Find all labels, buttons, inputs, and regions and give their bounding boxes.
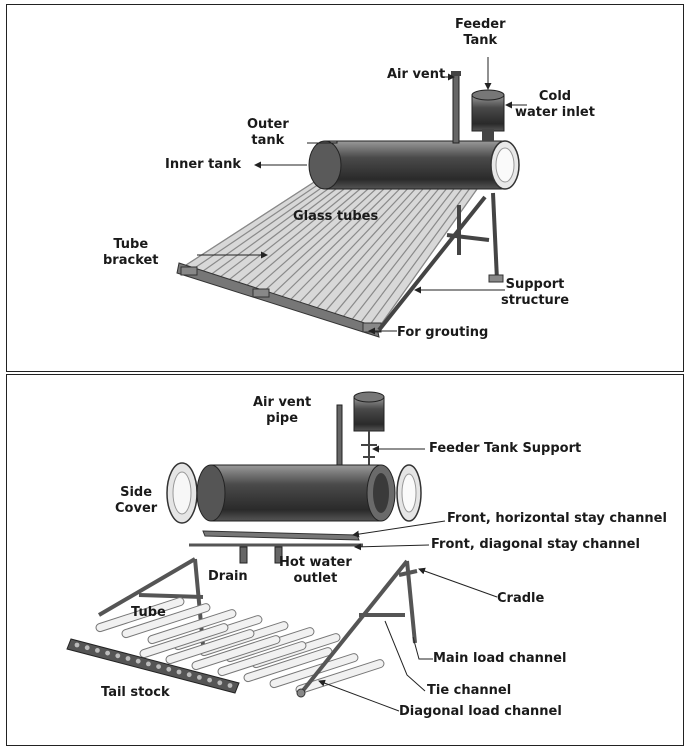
tail-stock-hole (176, 669, 182, 675)
glass-tube (217, 641, 307, 677)
label-front-horizontal-stay-channel: Front, horizontal stay channel (447, 511, 667, 526)
glass-tube-line (358, 174, 473, 325)
glass-tube-line (306, 174, 429, 308)
glass-tube (147, 609, 237, 645)
glass-tube-line (261, 174, 392, 294)
tail-stock (66, 638, 240, 694)
glass-tube-line (376, 174, 488, 331)
exploded-view-illustration (66, 391, 498, 712)
tail-stock-hole (186, 672, 192, 678)
glass-tube (121, 603, 211, 639)
glass-tube (243, 647, 333, 683)
tail-stock-hole (217, 680, 223, 686)
label-front-diagonal-stay-channel: Front, diagonal stay channel (431, 537, 640, 552)
tail-stock-hole (135, 658, 141, 664)
main-tank-exploded (196, 464, 396, 522)
tail-stock-hole (227, 683, 233, 688)
tail-stock-hole (74, 642, 80, 648)
tail-stock-hole (156, 664, 162, 669)
air-vent-pipe-exploded (336, 404, 343, 470)
leader-lines (197, 57, 527, 335)
label-air-vent: Air vent (387, 67, 446, 82)
glass-tube-line (191, 174, 333, 271)
glass-tube-line (244, 174, 377, 288)
tail-stock-hole (115, 653, 121, 659)
glass-tube-line (226, 174, 363, 282)
leader-lines-exploded (318, 445, 498, 712)
feeder-tank-support (361, 431, 377, 471)
glass-tube-line (314, 174, 436, 311)
grouting-foot-mid (252, 288, 270, 298)
feeder-tank-exploded (353, 391, 385, 432)
tail-stock-hole (95, 648, 100, 653)
air-vent-pipe (452, 72, 460, 144)
support-structure (377, 192, 499, 332)
glass-tube-line (270, 174, 400, 297)
glass-tube (95, 597, 185, 633)
tail-stock-hole (197, 675, 202, 680)
label-diagonal-load-channel: Diagonal load channel (399, 704, 562, 719)
label-tube: Tube (131, 605, 166, 620)
glass-tube-line (332, 174, 451, 317)
glass-tube-line (235, 174, 370, 285)
tail-stock-hole (84, 645, 90, 651)
glass-tube-line (209, 174, 348, 277)
label-for-grouting: For grouting (397, 325, 489, 340)
assembled-heater-illustration (176, 57, 527, 338)
label-tail-stock: Tail stock (101, 685, 170, 700)
glass-tube-line (200, 174, 341, 274)
glass-tube-line (217, 174, 355, 279)
tail-stock-hole (105, 650, 110, 656)
label-drain: Drain (208, 569, 248, 584)
glass-tube-line (323, 174, 444, 314)
tail-stock-hole (207, 677, 213, 683)
front-horizontal-stay-channel (202, 530, 360, 541)
glass-tube-line (253, 174, 385, 291)
tail-stock-hole (146, 661, 151, 667)
cradle-frame (299, 559, 418, 695)
glass-tube-line (350, 174, 466, 322)
glass-tube (165, 629, 255, 665)
hot-water-outlet-fitting (274, 546, 283, 564)
glass-tube-line (288, 174, 414, 302)
grouting-foot-left (180, 266, 198, 276)
label-tie-channel: Tie channel (427, 683, 512, 698)
label-main-load-channel: Main load channel (433, 651, 567, 666)
drain-fitting (239, 546, 248, 564)
label-glass-tubes: Glass tubes (293, 209, 379, 224)
tail-stock-hole (125, 656, 131, 661)
tubes-exploded (95, 597, 385, 695)
tail-stock-hole (166, 666, 172, 672)
glass-tube-line (297, 174, 422, 305)
label-feeder-tank-support: Feeder Tank Support (429, 441, 582, 456)
glass-tube-line (367, 174, 481, 328)
glass-tube-line (182, 174, 326, 268)
label-cradle: Cradle (497, 591, 545, 606)
outer-tank (308, 140, 520, 190)
glass-tube-line (341, 174, 459, 319)
glass-tube (191, 635, 281, 671)
label-inner-tank: Inner tank (165, 157, 241, 172)
glass-tube (139, 623, 229, 659)
glass-tube (295, 659, 385, 695)
glass-tube-line (279, 174, 407, 299)
tube-bracket (176, 262, 380, 338)
feeder-tank (471, 89, 505, 141)
